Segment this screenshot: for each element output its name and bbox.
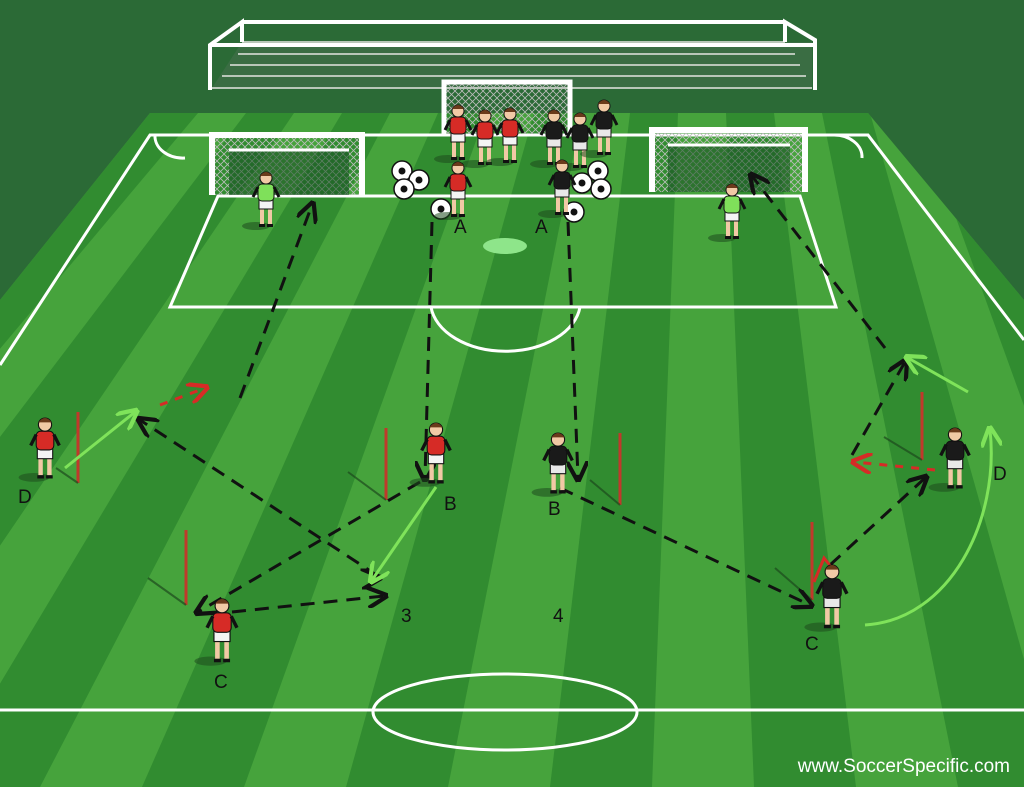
pass-arrow	[372, 486, 438, 580]
movement-arrows	[159, 388, 936, 470]
label-a-left: A	[454, 217, 467, 238]
run-arrow	[850, 362, 905, 456]
zone-label-3: 3	[401, 606, 412, 627]
run-arrow	[559, 486, 810, 605]
watermark: www.SoccerSpecific.com	[797, 756, 1010, 777]
label-b-right: B	[548, 499, 561, 520]
pass-arrows	[64, 358, 991, 627]
player-red-d	[18, 417, 61, 482]
center-spot	[483, 238, 527, 254]
player-red-a	[434, 161, 473, 220]
zone-label-4: 4	[553, 606, 564, 627]
player-black-queue	[556, 112, 595, 171]
run-arrow	[140, 420, 379, 578]
run-arrows	[140, 176, 925, 612]
player-red-queue	[434, 104, 473, 163]
ball-stack-right	[563, 160, 612, 223]
run-arrow	[238, 205, 312, 399]
player-black-queue	[580, 99, 619, 158]
player-black-d	[928, 427, 971, 492]
player-black-queue	[530, 109, 569, 168]
label-a-right: A	[535, 217, 548, 238]
movement-arrow	[855, 462, 936, 470]
mannequin-poles	[76, 392, 924, 605]
label-b-left: B	[444, 494, 457, 515]
pass-arrow	[64, 412, 135, 470]
player-black-b	[531, 432, 574, 497]
goalkeeper-left	[242, 171, 281, 230]
run-arrow	[566, 221, 578, 478]
run-arrow	[752, 176, 887, 349]
player-red-queue	[461, 109, 500, 168]
label-c-left: C	[214, 672, 228, 693]
player-black-a	[538, 159, 577, 218]
right-goal	[649, 127, 808, 192]
player-red-queue	[486, 107, 525, 166]
run-arrow	[425, 221, 432, 478]
goalkeeper-right	[708, 183, 747, 242]
pitch	[0, 113, 1024, 787]
label-d-right: D	[993, 464, 1007, 485]
player-red-b	[409, 422, 452, 487]
run-arrow	[231, 596, 384, 614]
pass-arrow	[908, 358, 969, 394]
left-goal	[209, 132, 365, 195]
player-red-c	[194, 598, 239, 666]
pass-arrow	[864, 430, 991, 627]
turn-arrow	[812, 555, 834, 583]
players	[18, 99, 971, 666]
player-black-c	[804, 564, 849, 632]
label-c-right: C	[805, 634, 819, 655]
run-arrow	[198, 480, 421, 612]
label-d-left: D	[18, 487, 32, 508]
